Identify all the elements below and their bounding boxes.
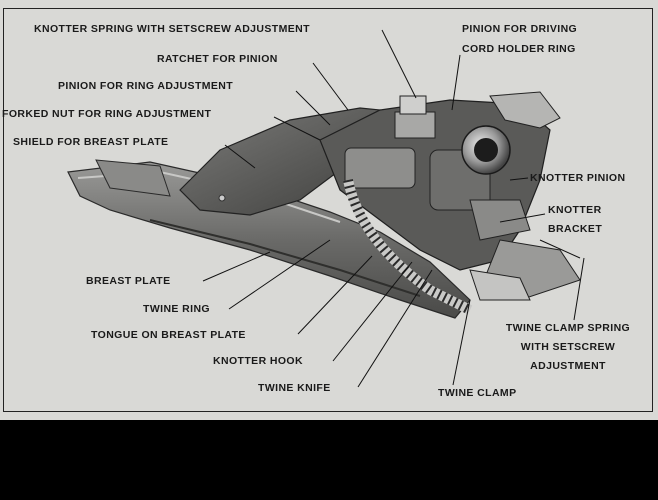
label-pinion-driving-line2: CORD HOLDER RING [462,43,576,55]
letterbox-bar [0,420,658,500]
label-pinion-driving-line1: PINION FOR DRIVING [462,23,578,35]
label-knotter-bracket-line2: BRACKET [548,223,603,235]
label-twine-knife: TWINE KNIFE [258,382,331,394]
label-twine-ring: TWINE RING [143,303,210,315]
label-pinion-for-ring-adjustment: PINION FOR RING ADJUSTMENT [58,80,234,92]
label-knotter-bracket-line1: KNOTTER [548,204,602,216]
label-twine-clamp-spring-line1: TWINE CLAMP SPRING [505,322,631,334]
label-knotter-hook: KNOTTER HOOK [213,355,303,367]
label-twine-clamp-spring-line2: WITH SETSCREW [520,341,616,353]
twine-ring-shape [343,178,473,315]
label-knotter-spring: KNOTTER SPRING WITH SETSCREW ADJUSTMENT [34,23,310,35]
label-shield-for-breast-plate: SHIELD FOR BREAST PLATE [13,136,169,148]
frame-border [3,8,653,412]
label-ratchet-for-pinion: RATCHET FOR PINION [157,53,278,65]
label-knotter-pinion: KNOTTER PINION [530,172,626,184]
label-breast-plate: BREAST PLATE [86,275,171,287]
diagram-frame: KNOTTER SPRING WITH SETSCREW ADJUSTMENT … [0,0,658,420]
label-twine-clamp: TWINE CLAMP [438,387,517,399]
label-twine-clamp-spring-line3: ADJUSTMENT [530,360,606,372]
label-forked-nut: FORKED NUT FOR RING ADJUSTMENT [2,108,212,120]
leader-lines [202,29,585,388]
knotter-body-shape [319,91,581,301]
label-tongue-on-breast-plate: TONGUE ON BREAST PLATE [91,329,246,341]
knotter-mechanism-illustration [67,29,585,388]
breast-plate-shape [67,159,471,319]
